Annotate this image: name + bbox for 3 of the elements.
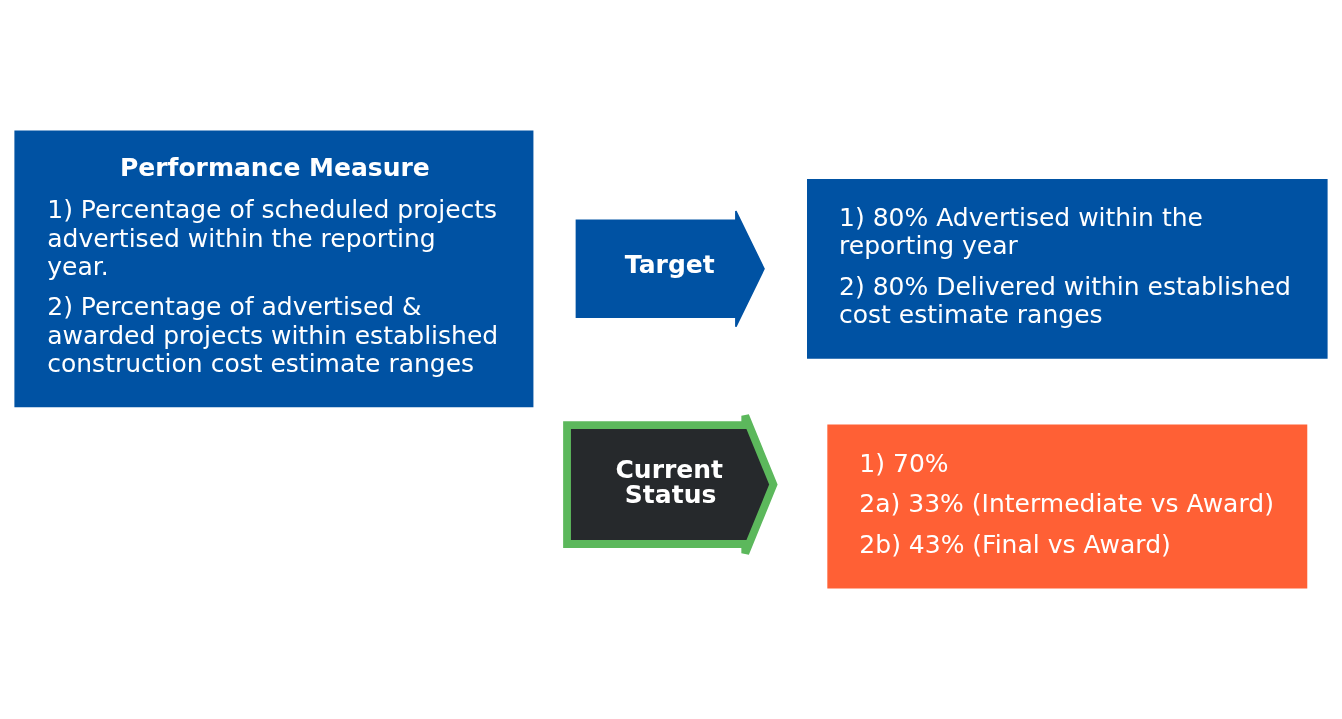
node-box: Performance Measure 1) Percentage of scheduled projects advertised within the reporting year. 2) Percentage of advertised & awarded projects within established construction cost estimate ranges [14, 130, 534, 408]
node-box: 1) 70% 2a) 33% (Intermediate vs Award) 2b) 43% (Final vs Award) [827, 424, 1308, 589]
node-box: 1) 80% Advertised within the reporting year 2) 80% Delivered within established cost estimate ranges [807, 178, 1328, 359]
